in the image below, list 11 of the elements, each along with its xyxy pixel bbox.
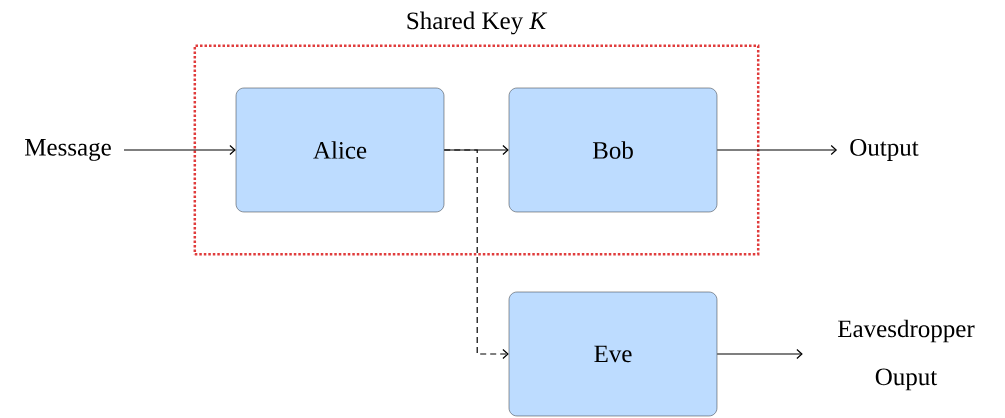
- arrow: [716, 144, 838, 156]
- terminal-label: Output: [850, 139, 919, 161]
- arrow: [123, 144, 236, 156]
- frame-title: Shared Key K: [407, 11, 548, 35]
- arrow: [716, 348, 803, 360]
- terminal-label: Message: [25, 139, 111, 161]
- process-box: Alice: [235, 87, 445, 213]
- process-box: Bob: [508, 87, 718, 213]
- arrow: [443, 149, 509, 360]
- process-box: Eve: [508, 291, 718, 417]
- terminal-label: Eavesdropper Ouput: [838, 319, 975, 391]
